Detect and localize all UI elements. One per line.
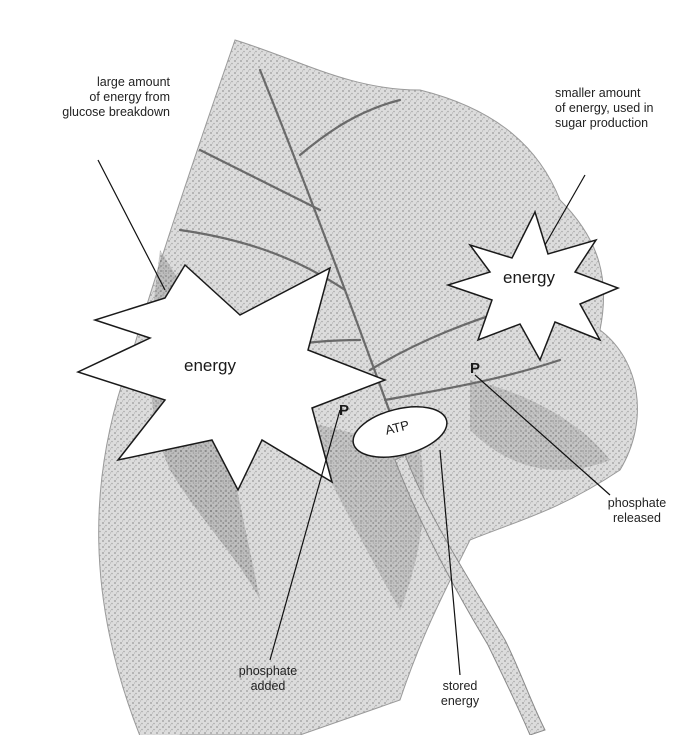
label-large-energy-line1: large amount xyxy=(18,75,170,90)
large-star-energy-text: energy xyxy=(184,356,236,376)
label-smaller-energy-line2: of energy, used in xyxy=(555,101,685,116)
label-phosphate-added-line1: phosphate xyxy=(218,664,318,679)
label-smaller-energy-line1: smaller amount xyxy=(555,86,685,101)
leader-large-energy xyxy=(98,160,165,290)
label-stored-energy: stored energy xyxy=(420,679,500,709)
label-smaller-energy-line3: sugar production xyxy=(555,116,685,131)
label-phosphate-released-line2: released xyxy=(592,511,682,526)
label-stored-energy-line1: stored xyxy=(420,679,500,694)
label-large-energy-line3: glucose breakdown xyxy=(18,105,170,120)
label-phosphate-released: phosphate released xyxy=(592,496,682,526)
label-phosphate-released-line1: phosphate xyxy=(592,496,682,511)
label-large-energy-line2: of energy from xyxy=(18,90,170,105)
label-smaller-energy: smaller amount of energy, used in sugar … xyxy=(555,86,685,131)
label-phosphate-added-line2: added xyxy=(218,679,318,694)
label-stored-energy-line2: energy xyxy=(420,694,500,709)
small-star-energy-text: energy xyxy=(503,268,555,288)
phosphate-added-symbol: P xyxy=(339,402,349,419)
phosphate-released-symbol: P xyxy=(470,360,480,377)
label-phosphate-added: phosphate added xyxy=(218,664,318,694)
label-large-energy: large amount of energy from glucose brea… xyxy=(18,75,170,120)
